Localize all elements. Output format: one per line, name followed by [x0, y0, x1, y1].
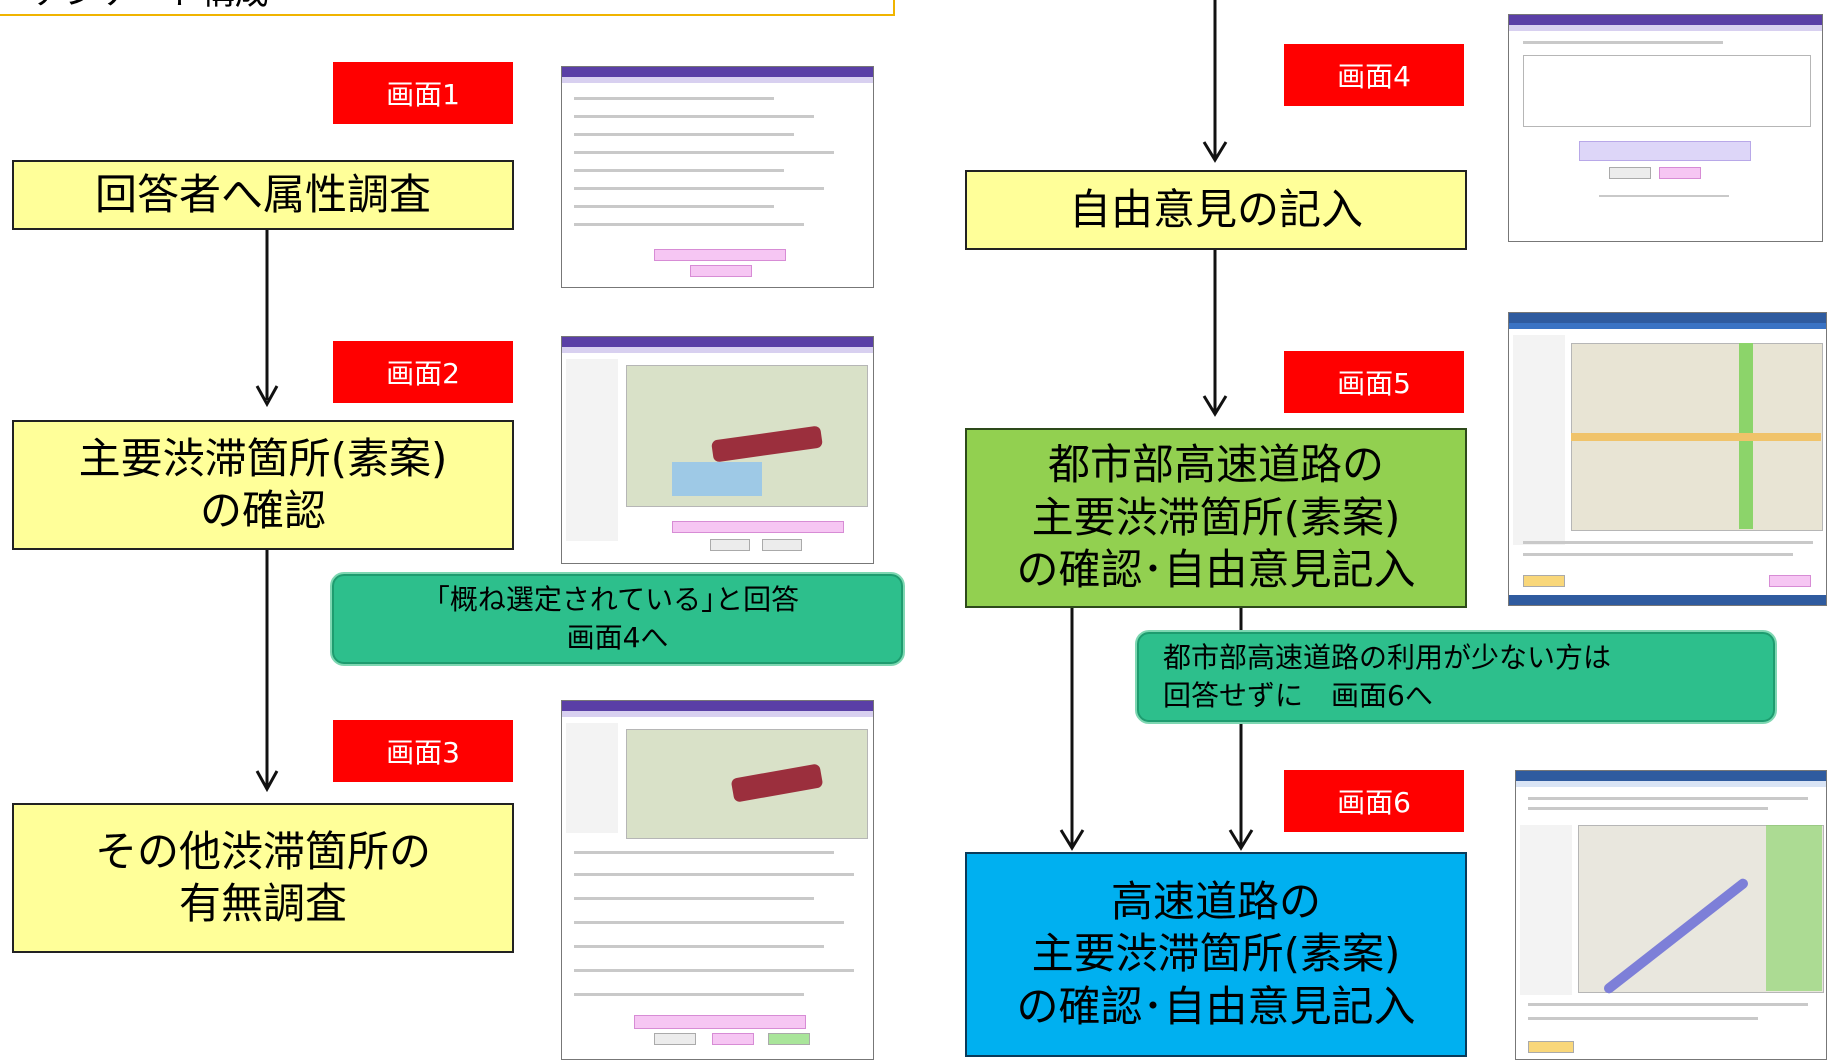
- screen5-thumbnail: [1508, 312, 1827, 606]
- header-box: アンケート構成: [0, 0, 895, 16]
- screen1-label: 画面1: [333, 62, 513, 124]
- screen2-thumbnail: [561, 336, 874, 564]
- screen4-thumbnail: [1508, 14, 1823, 242]
- screen6-box: 高速道路の主要渋滞箇所(素案)の確認･自由意見記入: [965, 852, 1467, 1057]
- screen3-label: 画面3: [333, 720, 513, 782]
- screen2-box: 主要渋滞箇所(素案)の確認: [12, 420, 514, 550]
- screen5-label: 画面5: [1284, 351, 1464, 413]
- screen6-thumbnail: [1515, 770, 1827, 1060]
- screen1-thumbnail: [561, 66, 874, 288]
- note-screen4: ｢概ね選定されている｣と回答 画面4へ: [330, 572, 905, 666]
- screen4-box: 自由意見の記入: [965, 170, 1467, 250]
- screen6-label: 画面6: [1284, 770, 1464, 832]
- screen5-box: 都市部高速道路の主要渋滞箇所(素案)の確認･自由意見記入: [965, 428, 1467, 608]
- screen4-label: 画面4: [1284, 44, 1464, 106]
- screen2-label: 画面2: [333, 341, 513, 403]
- header-text: アンケート構成: [32, 0, 269, 14]
- screen3-box: その他渋滞箇所の有無調査: [12, 803, 514, 953]
- screen3-thumbnail: [561, 700, 874, 1060]
- screen1-box: 回答者へ属性調査: [12, 160, 514, 230]
- note-screen6: 都市部高速道路の利用が少ない方は 回答せずに 画面6へ: [1135, 630, 1777, 724]
